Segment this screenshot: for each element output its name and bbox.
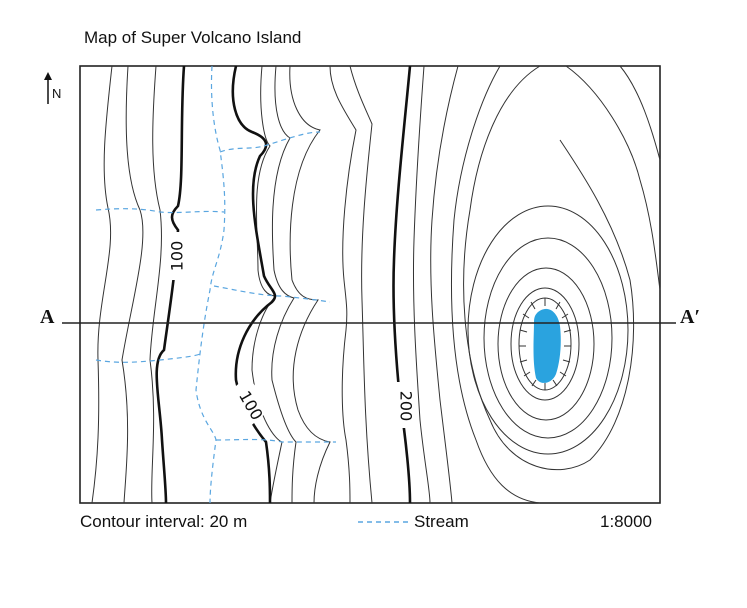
section-label-start: A — [40, 306, 55, 328]
contour-line — [467, 205, 629, 455]
contour-line — [483, 237, 613, 439]
crater-hachures — [519, 298, 572, 390]
stream — [263, 131, 321, 147]
stream — [95, 353, 201, 363]
contour-line — [565, 65, 661, 291]
stream — [219, 145, 265, 153]
stream — [95, 208, 225, 214]
contour-line — [251, 65, 283, 504]
index-contour-200 — [392, 65, 412, 504]
contour-line — [289, 65, 331, 504]
contour-line — [430, 65, 459, 504]
contour-line — [412, 65, 431, 504]
north-arrow-icon — [44, 72, 52, 104]
contour-line — [451, 65, 541, 504]
stream — [213, 285, 331, 303]
contour-line — [271, 65, 297, 504]
contour-line — [91, 65, 113, 504]
contour-line — [329, 65, 357, 504]
contour-line — [497, 267, 595, 421]
section-label-end: A′ — [680, 306, 701, 328]
contour-line — [349, 65, 373, 504]
north-label: N — [52, 86, 62, 101]
contour-label-100-top: 100 — [168, 241, 187, 272]
contour-line — [510, 287, 580, 401]
crater-lake — [533, 308, 561, 383]
contour-label-200: 200 — [397, 391, 416, 422]
index-contour-100-left — [155, 65, 186, 504]
contour-line — [121, 65, 144, 504]
stream-legend-label: Stream — [414, 512, 469, 531]
streams — [95, 65, 336, 504]
map-frame — [79, 65, 661, 504]
index-contour-100-right — [231, 65, 277, 504]
contour-line — [619, 65, 661, 161]
contour-interval-label: Contour interval: 20 m — [80, 512, 248, 531]
stream — [195, 65, 226, 504]
contour-line — [149, 65, 162, 504]
scale-label: 1:8000 — [600, 512, 652, 531]
contour-line — [463, 65, 635, 471]
map-title: Map of Super Volcano Island — [84, 28, 302, 47]
stream — [215, 438, 336, 443]
